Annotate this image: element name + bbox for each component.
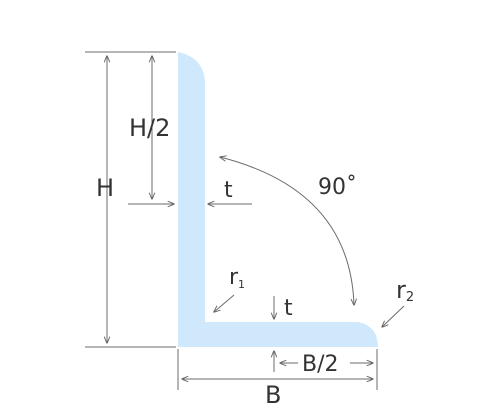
outer-radius-subscript: 2 [406,290,414,305]
inner-radius-subscript: 1 [238,278,245,291]
inner-radius-label: r1 [229,265,245,291]
outer-radius-arrow [382,305,405,327]
width-label: B [265,381,281,409]
thickness-horizontal-label: t [284,296,293,321]
half-height-label: H/2 [129,114,170,142]
outer-radius-symbol: r [396,276,406,304]
angle-arc [220,157,354,305]
l-profile-shape [178,52,378,347]
half-width-label: B/2 [302,352,339,377]
inner-radius-arrow [214,294,235,312]
thickness-vertical-label: t [224,178,233,203]
height-label: H [96,174,114,202]
outer-radius-label: r2 [396,276,414,305]
inner-radius-symbol: r [229,265,239,290]
angle-label: 90˚ [318,175,357,200]
